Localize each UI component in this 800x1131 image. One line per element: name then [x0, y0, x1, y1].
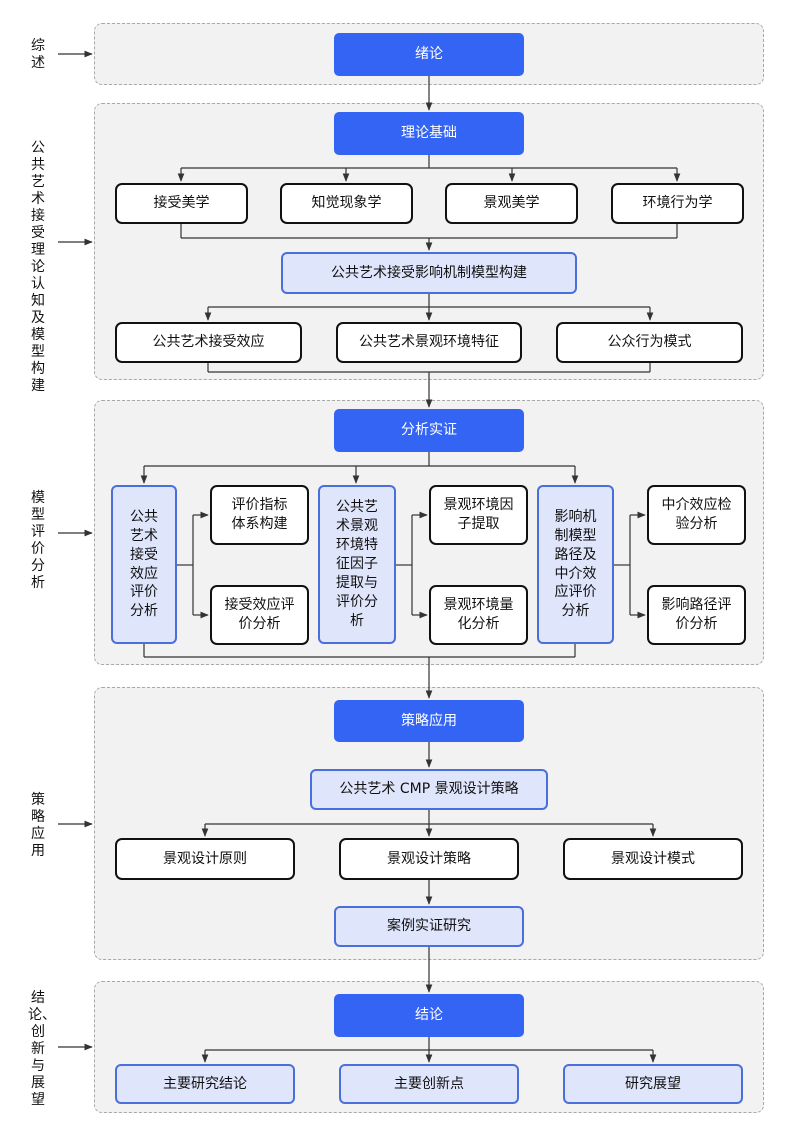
- landscape-features-node: 公共艺术景观环境特征: [336, 322, 522, 363]
- indicator-system-node: 评价指标 体系构建: [210, 485, 309, 545]
- theory-basis-node: 理论基础: [334, 112, 524, 155]
- effect-eval-analysis-node: 公共 艺术 接受 效应 评价 分析: [111, 485, 177, 644]
- conclusion-node: 结论: [334, 994, 524, 1037]
- reception-effect-node: 公共艺术接受效应: [115, 322, 302, 363]
- strategy-application-node: 策略应用: [334, 700, 524, 742]
- design-patterns-node: 景观设计模式: [563, 838, 743, 880]
- intro-node: 绪论: [334, 33, 524, 76]
- reception-aesthetics-node: 接受美学: [115, 183, 248, 224]
- case-study-node: 案例实证研究: [334, 906, 524, 947]
- perception-phenomenology-node: 知觉现象学: [280, 183, 413, 224]
- design-strategy-node: 景观设计策略: [339, 838, 519, 880]
- public-behavior-node: 公众行为模式: [556, 322, 743, 363]
- empirical-analysis-node: 分析实证: [334, 409, 524, 452]
- path-eval-node: 影响路径评 价分析: [647, 585, 746, 645]
- mediation-test-node: 中介效应检 验分析: [647, 485, 746, 545]
- section-label-strategy: 策略应用: [31, 792, 45, 859]
- mechanism-model-node: 公共艺术接受影响机制模型构建: [281, 252, 577, 294]
- section-label-conclusion: 结论、创新与展望: [28, 990, 56, 1108]
- effect-eval-node: 接受效应评 价分析: [210, 585, 309, 645]
- section-label-theory: 公共艺术接受理论认知及模型构建: [31, 140, 45, 394]
- main-conclusions-node: 主要研究结论: [115, 1064, 295, 1104]
- landscape-aesthetics-node: 景观美学: [445, 183, 578, 224]
- factor-extract-eval-node: 公共艺 术景观 环境特 征因子 提取与 评价分 析: [318, 485, 396, 644]
- section-label-model: 模型评价分析: [31, 490, 45, 591]
- factor-extraction-node: 景观环境因 子提取: [429, 485, 528, 545]
- path-mediation-node: 影响机 制模型 路径及 中介效 应评价 分析: [537, 485, 614, 644]
- outlook-node: 研究展望: [563, 1064, 743, 1104]
- design-principles-node: 景观设计原则: [115, 838, 295, 880]
- cmp-strategy-node: 公共艺术 CMP 景观设计策略: [310, 769, 548, 810]
- section-label-overview: 综述: [31, 38, 45, 71]
- quantification-node: 景观环境量 化分析: [429, 585, 528, 645]
- innovations-node: 主要创新点: [339, 1064, 519, 1104]
- environmental-behavior-node: 环境行为学: [611, 183, 744, 224]
